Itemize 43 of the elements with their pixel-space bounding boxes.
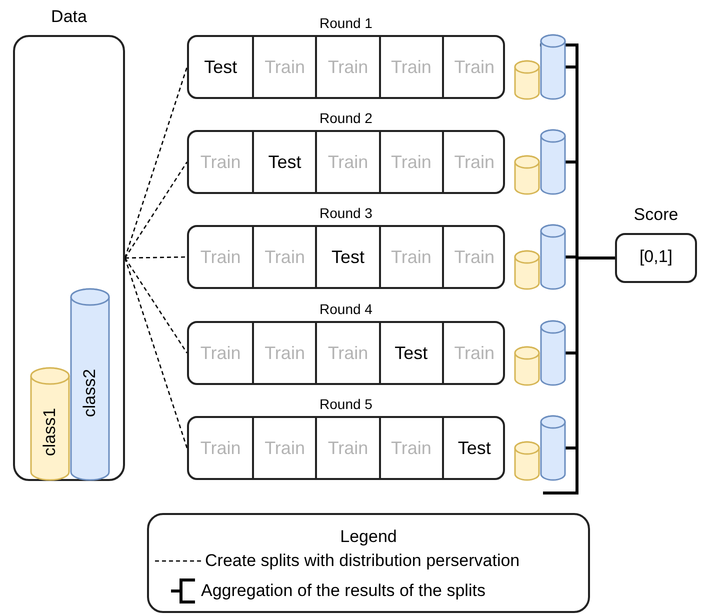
score-value: [0,1] xyxy=(639,247,673,266)
dashed-connector xyxy=(124,66,188,258)
train-fold: Train xyxy=(378,418,442,478)
legend-text: Aggregation of the results of the splits xyxy=(201,581,486,601)
class-label: class2 xyxy=(80,368,99,417)
test-fold: Test xyxy=(315,227,379,287)
round-label: Round 2 xyxy=(320,110,372,126)
train-fold: Train xyxy=(189,132,252,192)
round-label: Round 5 xyxy=(320,396,372,412)
train-fold: Train xyxy=(315,323,379,383)
legend-text: Create splits with distribution perservation xyxy=(205,551,520,571)
train-fold: Train xyxy=(442,37,505,97)
train-fold: Train xyxy=(442,132,505,192)
train-fold: Train xyxy=(378,227,442,287)
round-label: Round 1 xyxy=(320,15,372,31)
train-fold: Train xyxy=(315,37,379,97)
score-label: Score xyxy=(634,205,678,225)
data-label: Data xyxy=(51,7,87,27)
train-fold: Train xyxy=(252,37,316,97)
train-fold: Train xyxy=(252,227,316,287)
dashed-connector xyxy=(124,162,188,258)
dashed-connector xyxy=(124,258,188,448)
train-fold: Train xyxy=(378,37,442,97)
train-fold: Train xyxy=(315,418,379,478)
train-fold: Train xyxy=(315,132,379,192)
dashed-connector xyxy=(124,256,188,259)
train-fold: Train xyxy=(189,227,252,287)
train-fold: Train xyxy=(189,418,252,478)
train-fold: Train xyxy=(189,323,252,383)
train-fold: Train xyxy=(442,227,505,287)
test-fold: Test xyxy=(252,132,316,192)
legend-title: Legend xyxy=(340,527,397,546)
class-label: class1 xyxy=(40,408,59,456)
train-fold: Train xyxy=(378,132,442,192)
test-fold: Test xyxy=(189,37,252,97)
train-fold: Train xyxy=(252,323,316,383)
train-fold: Train xyxy=(252,418,316,478)
dashed-connector xyxy=(124,258,188,354)
train-fold: Train xyxy=(442,323,505,383)
round-label: Round 4 xyxy=(320,301,372,317)
test-fold: Test xyxy=(442,418,505,478)
round-label: Round 3 xyxy=(320,205,372,221)
test-fold: Test xyxy=(378,323,442,383)
